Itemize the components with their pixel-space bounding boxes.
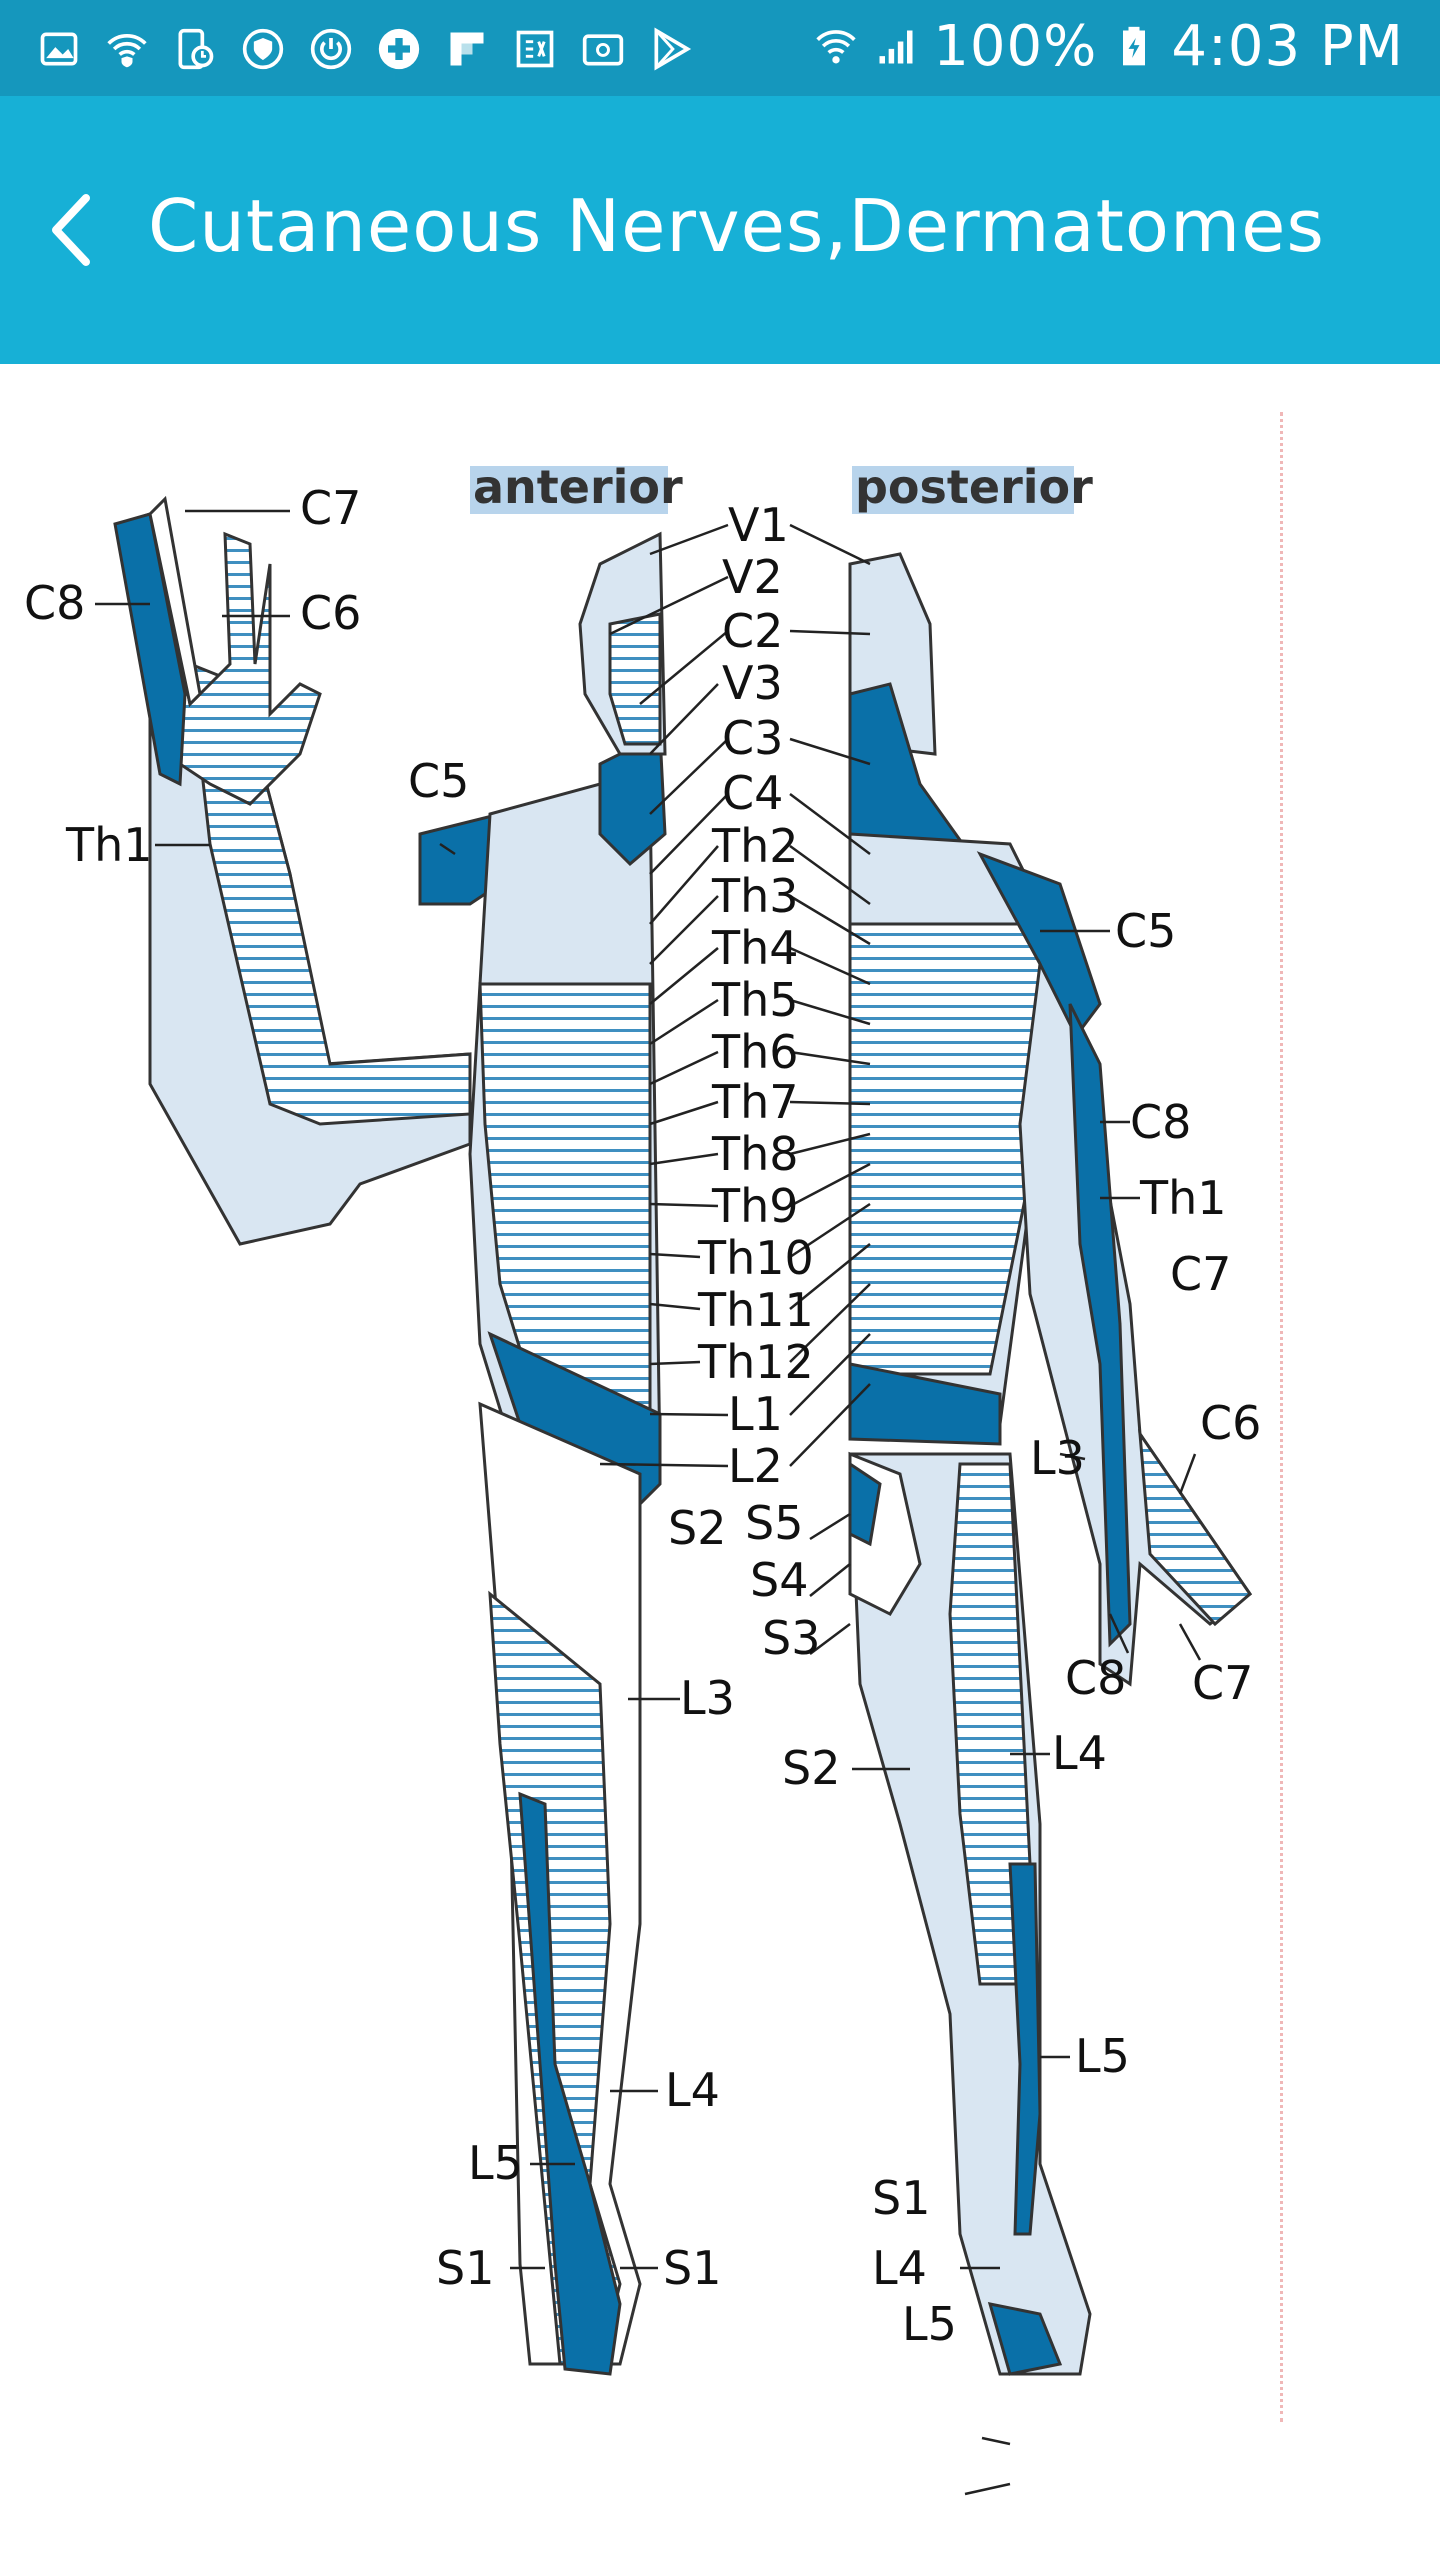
posterior-leg-striped bbox=[948, 1462, 1032, 1986]
label-c8-back: C8 bbox=[1130, 1095, 1191, 1149]
label-s1-front-left: S1 bbox=[436, 2241, 494, 2295]
label-th9: Th9 bbox=[711, 1179, 799, 1233]
label-l3-front: L3 bbox=[680, 1671, 735, 1725]
wifi-icon bbox=[813, 24, 859, 70]
battery-percent: 100% bbox=[933, 14, 1098, 79]
power-icon bbox=[308, 26, 354, 72]
content-area: anterior posterior C7 C8 C6 Th1 C5 bbox=[0, 364, 1440, 2560]
device-clock-icon bbox=[172, 26, 218, 72]
label-l5-front: L5 bbox=[468, 2136, 523, 2190]
label-s1-back: S1 bbox=[872, 2171, 930, 2225]
app-bar: Cutaneous Nerves,Dermatomes bbox=[0, 96, 1440, 364]
anterior-hand bbox=[118, 512, 322, 806]
anterior-header: anterior bbox=[473, 460, 683, 514]
label-th10: Th10 bbox=[697, 1231, 814, 1285]
posterior-l1-band bbox=[848, 1362, 1002, 1446]
anterior-header-bg bbox=[470, 466, 668, 514]
label-v3: V3 bbox=[722, 656, 783, 710]
label-c7-back: C7 bbox=[1170, 1247, 1231, 1301]
label-v2: V2 bbox=[722, 550, 783, 604]
image-icon bbox=[36, 26, 82, 72]
dermatome-diagram: anterior posterior C7 C8 C6 Th1 C5 bbox=[24, 460, 1261, 2496]
page-edge-divider bbox=[1280, 412, 1283, 2422]
label-c7-hand-top: C7 bbox=[300, 481, 361, 535]
health-plus-icon bbox=[376, 26, 422, 72]
anterior-face-striped bbox=[608, 612, 662, 746]
flipboard-icon bbox=[444, 26, 490, 72]
label-th8: Th8 bbox=[711, 1127, 799, 1181]
label-l2: L2 bbox=[728, 1439, 783, 1493]
label-c8-hand-left: C8 bbox=[24, 576, 85, 630]
scan-icon bbox=[512, 26, 558, 72]
label-th4: Th4 bbox=[711, 921, 799, 975]
system-status: 100% 4:03 PM bbox=[813, 14, 1404, 79]
clock: 4:03 PM bbox=[1171, 14, 1404, 79]
shield-icon bbox=[240, 26, 286, 72]
wifi-shield-icon bbox=[104, 26, 150, 72]
chevron-left-icon bbox=[52, 194, 90, 266]
label-c6-back: C6 bbox=[1200, 1396, 1261, 1450]
posterior-heel bbox=[987, 2302, 1063, 2376]
label-th2: Th2 bbox=[711, 819, 799, 873]
label-l4-back: L4 bbox=[1052, 1726, 1107, 1780]
label-th3: Th3 bbox=[711, 869, 799, 923]
label-th7: Th7 bbox=[711, 1075, 799, 1129]
label-c8-hand-back: C8 bbox=[1065, 1651, 1126, 1705]
label-th6: Th6 bbox=[711, 1025, 799, 1079]
posterior-s5 bbox=[848, 1461, 882, 1547]
label-th1-back: Th1 bbox=[1139, 1171, 1227, 1225]
play-store-icon bbox=[648, 26, 694, 72]
anterior-c7-fingers bbox=[148, 495, 202, 708]
posterior-torso-striped bbox=[848, 922, 1042, 1376]
back-button[interactable] bbox=[24, 180, 124, 280]
posterior-l5-strip bbox=[1008, 1862, 1042, 2236]
label-l5-heel: L5 bbox=[902, 2297, 957, 2351]
label-c5-back: C5 bbox=[1115, 904, 1176, 958]
posterior-header: posterior bbox=[855, 460, 1093, 514]
label-s1-front-right: S1 bbox=[663, 2241, 721, 2295]
posterior-hand-striped bbox=[1138, 1428, 1252, 1627]
label-th1-arm-left: Th1 bbox=[65, 818, 153, 872]
label-l4-heel: L4 bbox=[872, 2241, 927, 2295]
label-s4: S4 bbox=[750, 1553, 808, 1607]
label-v1: V1 bbox=[728, 498, 789, 552]
label-c2: C2 bbox=[722, 604, 783, 658]
posterior-header-bg bbox=[852, 466, 1074, 514]
label-th11: Th11 bbox=[697, 1283, 814, 1337]
status-bar: 100% 4:03 PM bbox=[0, 0, 1440, 96]
battery-icon bbox=[1111, 24, 1157, 70]
posterior-neck-dark bbox=[848, 682, 974, 857]
signal-icon bbox=[873, 24, 919, 70]
label-s2-back: S2 bbox=[782, 1741, 840, 1795]
notification-icons bbox=[36, 26, 694, 72]
label-l1: L1 bbox=[728, 1387, 783, 1441]
label-l5-back: L5 bbox=[1075, 2029, 1130, 2083]
label-s3: S3 bbox=[762, 1611, 820, 1665]
label-c3: C3 bbox=[722, 711, 783, 765]
label-c5-shoulder-left: C5 bbox=[408, 754, 469, 808]
label-th12: Th12 bbox=[697, 1335, 814, 1389]
label-th5: Th5 bbox=[711, 973, 799, 1027]
label-s2-front: S2 bbox=[668, 1501, 726, 1555]
label-l3-back: L3 bbox=[1030, 1431, 1085, 1485]
email-icon bbox=[580, 26, 626, 72]
label-l4-front: L4 bbox=[665, 2063, 720, 2117]
anterior-c8-finger bbox=[113, 512, 187, 787]
posterior-arm-c5 bbox=[976, 851, 1102, 1048]
page-title: Cutaneous Nerves,Dermatomes bbox=[148, 184, 1325, 268]
label-c7-hand-back: C7 bbox=[1192, 1656, 1253, 1710]
label-c4: C4 bbox=[722, 766, 783, 820]
label-s5: S5 bbox=[745, 1496, 803, 1550]
label-c6-hand-top: C6 bbox=[300, 586, 361, 640]
